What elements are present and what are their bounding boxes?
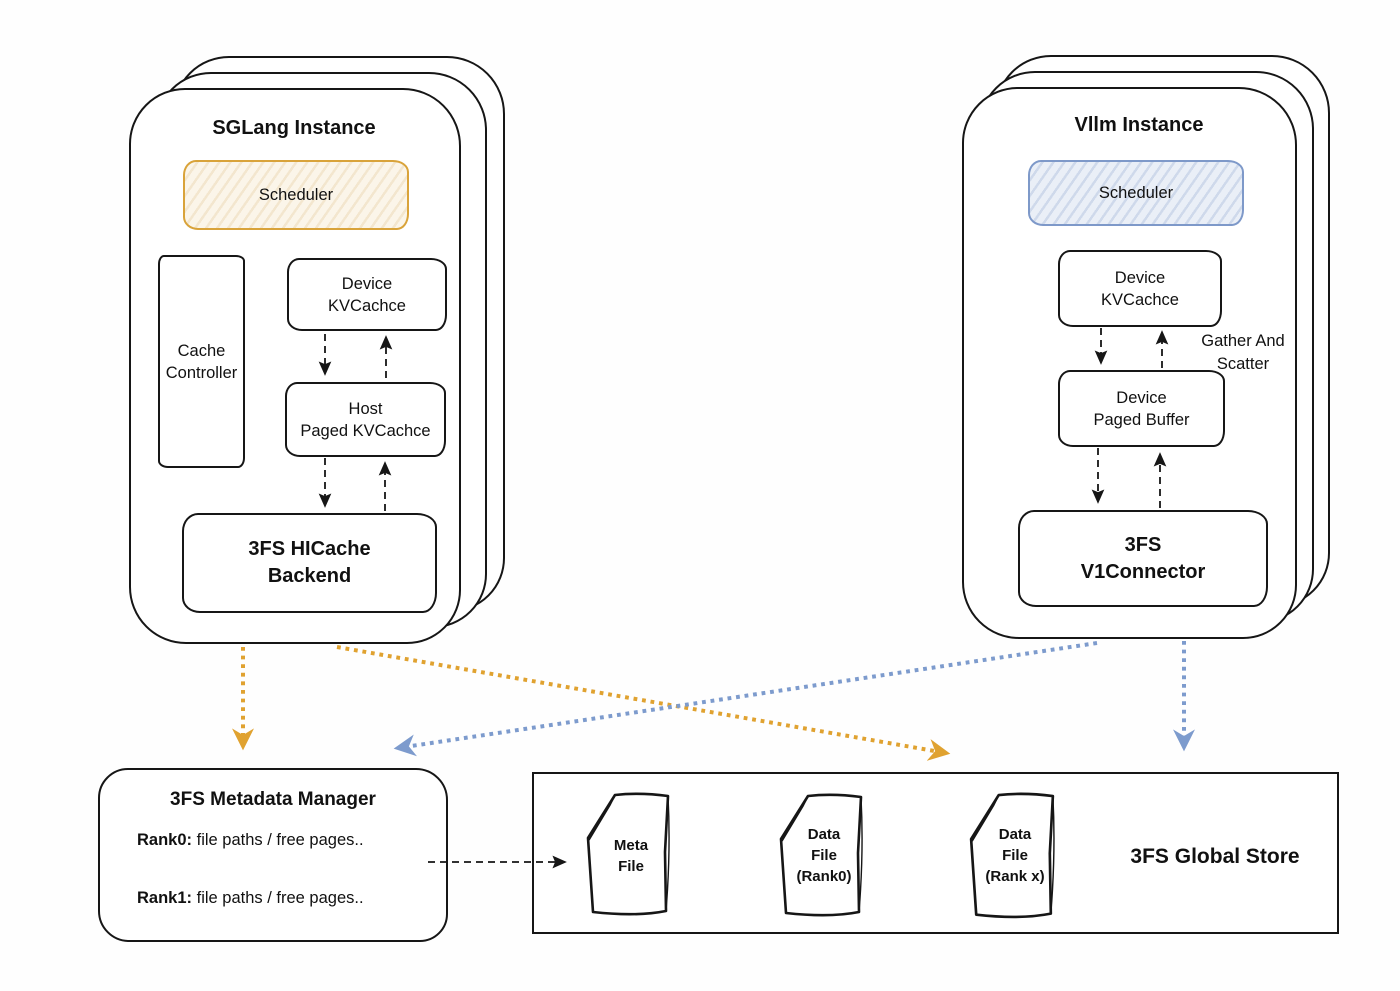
data-file-rank0-label: Data File (Rank0): [776, 793, 866, 918]
host-paged-kvcache-box: Host Paged KVCachce: [285, 382, 446, 457]
data-file-rank0-line1: Data: [807, 826, 841, 843]
v1connector-line2: V1Connector: [1080, 560, 1206, 583]
vllm-scheduler-label: Scheduler: [1098, 183, 1174, 202]
sglang-device-kvcache-line2: KVCachce: [328, 296, 406, 315]
device-paged-buffer-box: Device Paged Buffer: [1058, 370, 1225, 447]
arrow-sglang-to-globalstore: [336, 645, 951, 761]
data-file-rankx-line3: (Rank x): [985, 868, 1045, 885]
meta-file: Meta File: [583, 792, 673, 919]
vllm-card-title: Vllm Instance: [1074, 114, 1204, 136]
device-paged-buffer-line1: Device: [1116, 388, 1167, 407]
data-file-rankx: Data File (Rank x): [966, 792, 1058, 919]
gather-scatter-line1: Gather And: [1201, 332, 1285, 350]
gather-scatter-label: Gather And Scatter: [1182, 330, 1304, 376]
meta-file-label: Meta File: [583, 792, 673, 919]
cache-controller-line2: Controller: [165, 363, 238, 382]
metadata-manager-box: [98, 768, 448, 942]
data-file-rankx-line2: File: [1002, 847, 1028, 864]
metadata-manager-title: 3FS Metadata Manager: [170, 789, 376, 810]
metadata-rank0-line: Rank0: file paths / free pages..: [137, 831, 364, 850]
global-store-title: 3FS Global Store: [1130, 845, 1300, 868]
vllm-device-kvcache-line1: Device: [1114, 268, 1166, 287]
document-icon: [586, 792, 670, 916]
external-dotted-arrows: [232, 641, 1195, 761]
document-icon: [779, 793, 863, 917]
metadata-rank0-text: file paths / free pages..: [192, 831, 364, 849]
meta-file-line1: Meta: [613, 836, 649, 854]
hicache-backend-line2: Backend: [267, 565, 352, 587]
sglang-scheduler-box: Scheduler: [183, 160, 409, 230]
hicache-backend-box: 3FS HICache Backend: [182, 513, 437, 613]
sglang-card-title: SGLang Instance: [212, 117, 376, 139]
data-file-rank0: Data File (Rank0): [776, 793, 866, 918]
hicache-backend-line1: 3FS HICache: [248, 538, 371, 560]
data-file-rankx-label: Data File (Rank x): [966, 792, 1058, 919]
sglang-scheduler-label: Scheduler: [258, 185, 334, 204]
metadata-rank1-text: file paths / free pages..: [192, 889, 364, 907]
meta-file-line2: File: [618, 857, 644, 875]
v1connector-line1: 3FS: [1124, 533, 1162, 556]
metadata-rank0-label: Rank0:: [137, 831, 193, 849]
sglang-device-kvcache-box: Device KVCachce: [287, 258, 447, 331]
cache-controller-box: Cache Controller: [158, 255, 245, 468]
sglang-device-kvcache-line1: Device: [341, 274, 393, 293]
metadata-rank1-label: Rank1:: [137, 889, 193, 907]
vllm-device-kvcache-box: Device KVCachce: [1058, 250, 1222, 327]
gather-scatter-line2: Scatter: [1216, 355, 1270, 373]
host-paged-kvcache-line1: Host: [348, 399, 383, 418]
data-file-rankx-line1: Data: [998, 826, 1032, 843]
arrow-vllm-to-metadata: [393, 641, 1098, 757]
data-file-rank0-line2: File: [811, 847, 837, 864]
vllm-scheduler-box: Scheduler: [1028, 160, 1244, 226]
host-paged-kvcache-line2: Paged KVCachce: [300, 421, 431, 440]
device-paged-buffer-line2: Paged Buffer: [1093, 410, 1190, 429]
cache-controller-line1: Cache: [177, 341, 226, 360]
document-icon: [969, 792, 1055, 919]
metadata-rank1-line: Rank1: file paths / free pages..: [137, 889, 364, 908]
vllm-device-kvcache-line2: KVCachce: [1101, 290, 1179, 309]
data-file-rank0-line3: (Rank0): [796, 868, 852, 885]
v1connector-box: 3FS V1Connector: [1018, 510, 1268, 607]
